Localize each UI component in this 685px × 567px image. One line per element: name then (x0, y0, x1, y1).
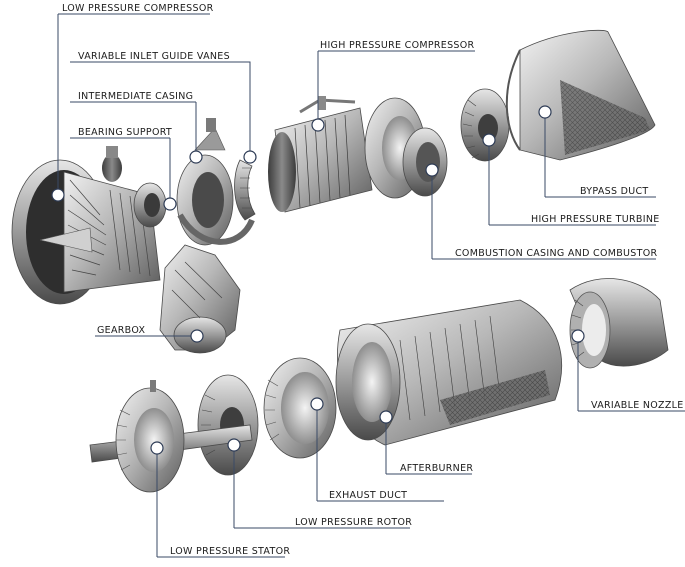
variable-inlet-guide-vanes-part (234, 159, 256, 221)
label-afterburner: AFTERBURNER (400, 463, 473, 474)
label-combustion-casing-and-combustor: COMBUSTION CASING AND COMBUSTOR (455, 248, 657, 259)
label-exhaust-duct: EXHAUST DUCT (329, 490, 407, 501)
callout-dot-gearbox (190, 329, 204, 343)
intermediate-casing-part (176, 118, 255, 246)
high-pressure-compressor-part (268, 96, 373, 213)
label-high-pressure-compressor: HIGH PRESSURE COMPRESSOR (320, 40, 475, 51)
low-pressure-stator-part (89, 380, 253, 493)
callout-dot-low-pressure-compressor (51, 188, 65, 202)
callout-dot-variable-nozzle (571, 329, 585, 343)
labels: LOW PRESSURE COMPRESSOR VARIABLE INLET G… (62, 3, 684, 557)
callout-dot-intermediate-casing (189, 150, 203, 164)
label-variable-nozzle: VARIABLE NOZZLE (591, 400, 684, 411)
bypass-duct-part (505, 29, 656, 161)
callout-dot-bearing-support (163, 197, 177, 211)
callout-dot-high-pressure-turbine (482, 133, 496, 147)
label-variable-inlet-guide-vanes: VARIABLE INLET GUIDE VANES (78, 51, 230, 62)
label-low-pressure-rotor: LOW PRESSURE ROTOR (295, 517, 412, 528)
variable-nozzle-part (569, 278, 669, 369)
combustion-casing-part (364, 97, 448, 199)
bearing-support-part (133, 182, 167, 228)
leader-lines (57, 13, 685, 558)
callout-dot-bypass-duct (538, 105, 552, 119)
callout-dot-low-pressure-rotor (227, 438, 241, 452)
high-pressure-turbine-part (460, 88, 510, 162)
label-high-pressure-turbine: HIGH PRESSURE TURBINE (531, 214, 660, 225)
label-bearing-support: BEARING SUPPORT (78, 127, 172, 138)
callout-dot-afterburner (379, 410, 393, 424)
callout-dot-exhaust-duct (310, 397, 324, 411)
callout-dot-low-pressure-stator (150, 441, 164, 455)
label-intermediate-casing: INTERMEDIATE CASING (78, 91, 193, 102)
label-low-pressure-stator: LOW PRESSURE STATOR (170, 546, 290, 557)
low-pressure-compressor-part (11, 146, 161, 305)
callout-dot-high-pressure-compressor (311, 118, 325, 132)
callout-dot-variable-inlet-guide-vanes (243, 150, 257, 164)
exhaust-duct-part (263, 357, 337, 459)
afterburner-part (335, 299, 562, 446)
label-gearbox: GEARBOX (97, 325, 145, 336)
callout-dots (51, 105, 585, 455)
label-bypass-duct: BYPASS DUCT (580, 186, 649, 197)
label-low-pressure-compressor: LOW PRESSURE COMPRESSOR (62, 3, 214, 14)
callout-dot-combustion-casing (425, 163, 439, 177)
